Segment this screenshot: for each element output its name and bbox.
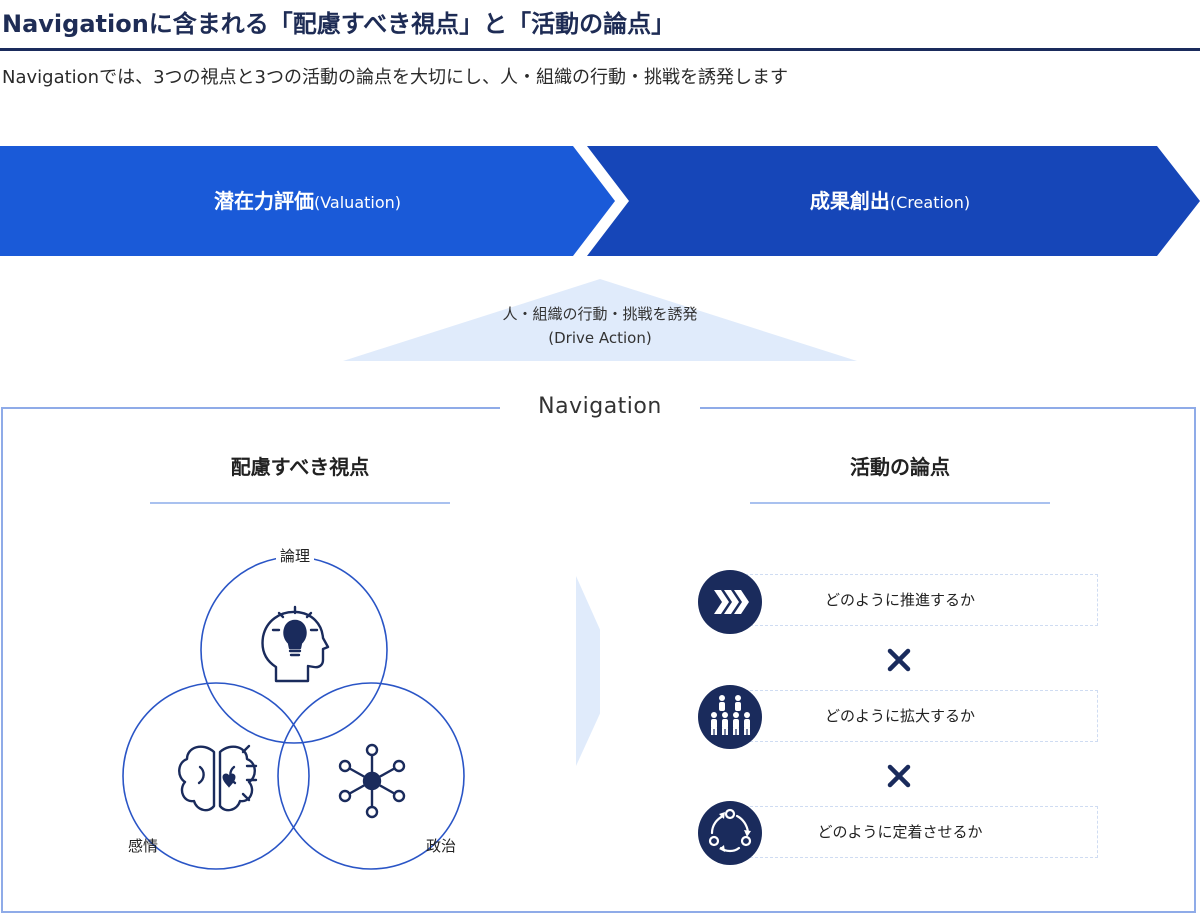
drive-action-triangle [343, 279, 857, 361]
banner-creation-arrow [587, 146, 1200, 256]
flow-arrow [576, 576, 600, 766]
activity-text-promote: どのように推進するか [824, 591, 975, 609]
banner-creation-label: 成果創出(Creation) [600, 146, 1180, 256]
forward-chevrons-icon [698, 570, 762, 634]
banner-valuation-label: 潜在力評価(Valuation) [0, 146, 615, 256]
cycle-arrows-icon [698, 801, 762, 865]
venn-label-emotion: 感情 [128, 837, 159, 855]
times-icon [887, 764, 911, 788]
activity-text-establish: どのように定着させるか [817, 823, 983, 841]
navigation-label: Navigation [500, 392, 700, 422]
perspectives-heading-rule [150, 502, 450, 504]
banner-creation-main: 成果創出 [809, 189, 890, 213]
activities-heading-rule [750, 502, 1050, 504]
perspectives-heading: 配慮すべき視点 [230, 455, 370, 479]
network-hub-icon [338, 743, 406, 819]
banner-valuation-en: (Valuation) [313, 193, 402, 212]
banner-valuation-arrow [0, 146, 615, 256]
brain-heart-icon [178, 744, 258, 812]
banner-creation-en: (Creation) [889, 193, 971, 212]
drive-action-label: 人・組織の行動・挑戦を誘発 (Drive Action) [450, 302, 750, 350]
times-icon [887, 648, 911, 672]
head-lightbulb-icon [261, 605, 330, 683]
page-subtitle: Navigationでは、3つの視点と3つの活動の論点を大切にし、人・組織の行動… [2, 67, 788, 88]
banner-valuation-main: 潜在力評価 [213, 189, 314, 213]
title-underline [0, 48, 1200, 51]
venn-label-politics: 政治 [426, 837, 457, 855]
venn-circle-emotion [122, 682, 310, 870]
drive-action-line1: 人・組織の行動・挑戦を誘発 [502, 305, 698, 323]
banner-arrows [0, 146, 1200, 256]
perspectives-venn [122, 556, 600, 870]
activities-heading: 活動の論点 [850, 455, 950, 479]
activity-text-expand: どのように拡大するか [824, 707, 975, 725]
venn-label-logic: 論理 [276, 546, 315, 566]
page-title: Navigationに含まれる「配慮すべき視点」と「活動の論点」 [2, 10, 676, 38]
venn-circle-politics [277, 682, 465, 870]
drive-action-line2: (Drive Action) [548, 329, 652, 347]
people-group-icon [698, 685, 762, 749]
